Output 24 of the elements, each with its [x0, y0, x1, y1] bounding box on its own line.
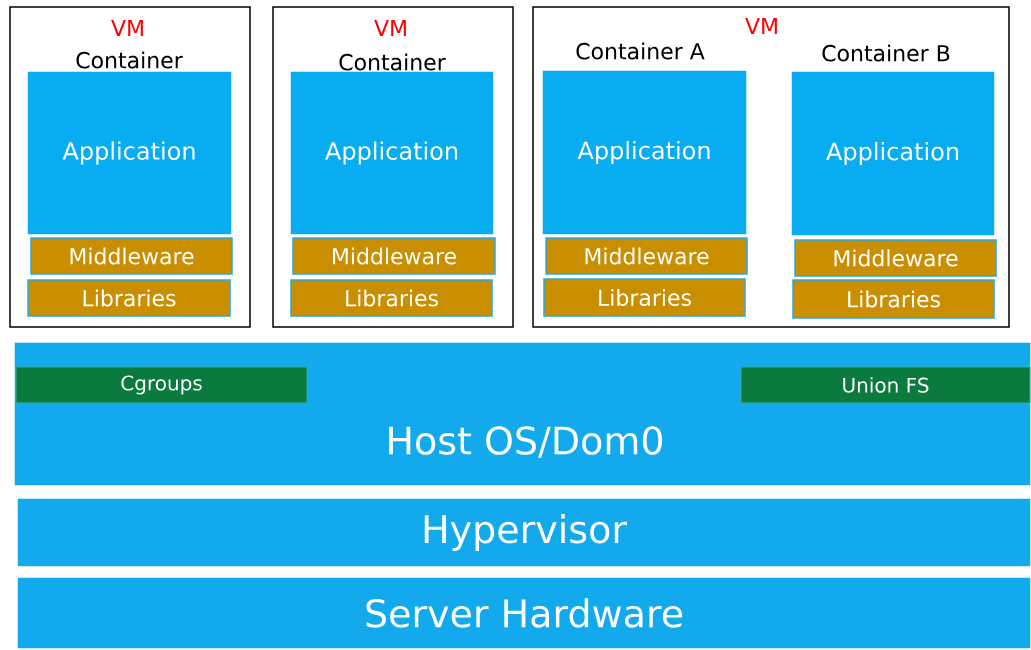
libraries-box: Libraries — [27, 279, 231, 317]
vm-label: VM — [745, 17, 777, 34]
container-label: Container — [339, 53, 446, 71]
component-bar: Union FS — [740, 366, 1031, 404]
application-box: Application — [27, 71, 232, 235]
application-box: Application — [290, 71, 494, 235]
middleware-box: Middleware — [545, 237, 748, 275]
layer-band: Hypervisor — [17, 498, 1031, 567]
libraries-box: Libraries — [290, 279, 493, 317]
layer-band: Server Hardware — [17, 577, 1031, 649]
container-label: Container B — [822, 44, 950, 62]
middleware-box: Middleware — [794, 239, 997, 277]
middleware-box: Middleware — [292, 237, 496, 275]
application-box: Application — [791, 71, 995, 236]
libraries-box: Libraries — [792, 279, 995, 319]
middleware-box: Middleware — [30, 237, 233, 275]
container-label: Container — [76, 51, 183, 69]
layer-label: Host OS/Dom0 — [389, 426, 663, 458]
vm-label: VM — [374, 19, 406, 36]
libraries-box: Libraries — [543, 278, 746, 317]
component-bar: Cgroups — [15, 366, 308, 404]
container-label: Container A — [576, 42, 705, 60]
vm-label: VM — [111, 19, 143, 36]
application-box: Application — [542, 70, 747, 235]
